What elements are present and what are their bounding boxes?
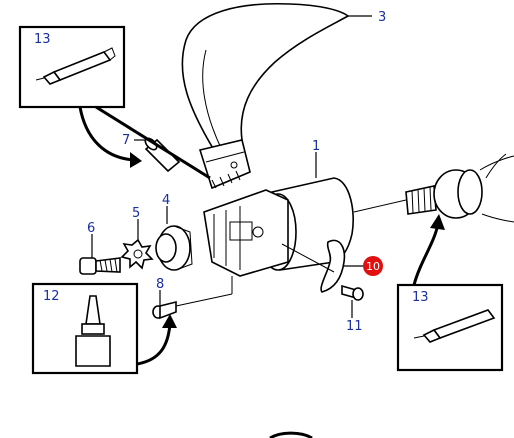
arrow-bottom-right-inset bbox=[412, 223, 440, 286]
callout-3: 3 bbox=[378, 10, 386, 25]
leader-8-axis bbox=[175, 293, 233, 307]
lever-axis bbox=[281, 243, 335, 273]
part-5-star-washer bbox=[120, 238, 154, 270]
inset-label-bottom-left: 12 bbox=[43, 289, 60, 304]
part-6-bolt bbox=[79, 257, 121, 275]
spline-shaft bbox=[353, 153, 514, 223]
arrow-top-left-inset bbox=[78, 106, 135, 162]
leader-inset-to-blade bbox=[95, 105, 211, 180]
part-4-hub-ring bbox=[155, 225, 193, 271]
inset-grease-bottom-right bbox=[396, 283, 504, 372]
part-3-propeller-blade bbox=[181, 2, 350, 190]
part-8-screw bbox=[152, 300, 177, 320]
inset-label-top-left: 13 bbox=[34, 32, 51, 47]
callout-1: 1 bbox=[312, 139, 320, 154]
arrow-bottom-left-inset bbox=[136, 323, 172, 366]
highlight-badge bbox=[363, 256, 383, 276]
inset-grease-top-left bbox=[18, 25, 126, 109]
inset-threadlock-bottom-left bbox=[31, 282, 139, 375]
callout-10: 10 bbox=[366, 260, 380, 273]
inset-label-bottom-right: 13 bbox=[412, 290, 429, 305]
partial-shape-bottom bbox=[269, 431, 313, 438]
arrowhead-bottom-left bbox=[162, 314, 177, 328]
arrowhead-bottom-right bbox=[430, 214, 445, 230]
part-10-lever bbox=[320, 239, 346, 293]
callout-11: 11 bbox=[346, 319, 363, 334]
arrowhead-top-left bbox=[130, 152, 142, 168]
callout-5: 5 bbox=[132, 206, 140, 221]
part-11-set-screw bbox=[341, 284, 364, 301]
callout-6: 6 bbox=[87, 221, 95, 236]
callout-8: 8 bbox=[156, 277, 164, 292]
callout-7: 7 bbox=[122, 133, 130, 148]
callout-4: 4 bbox=[162, 193, 170, 208]
